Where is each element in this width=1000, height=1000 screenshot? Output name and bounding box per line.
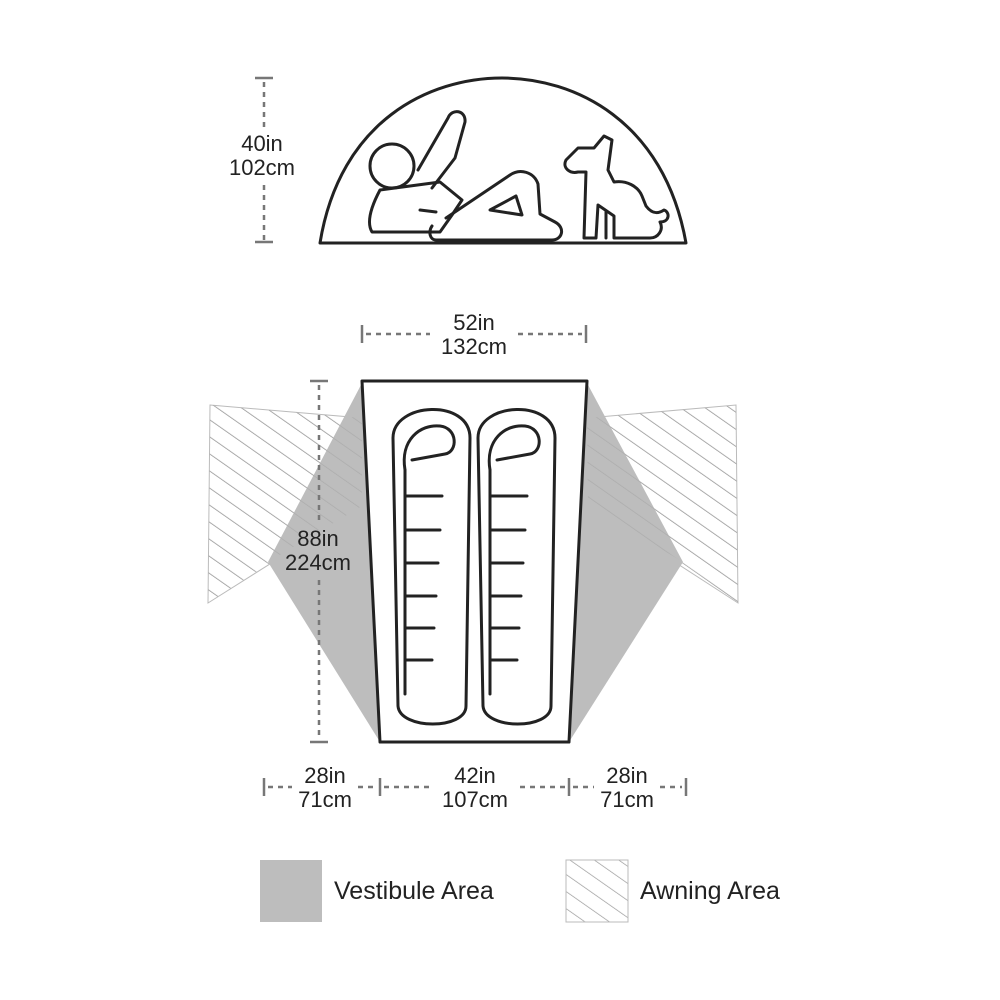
legend: Vestibule Area Awning Area (260, 859, 780, 923)
awning-overlap-left (208, 405, 362, 603)
height-inches-label: 40in (241, 131, 283, 156)
top-width-inches-label: 52in (453, 310, 495, 335)
floor-width-cm-label: 107cm (442, 787, 508, 812)
height-cm-label: 102cm (229, 155, 295, 180)
top-width-cm-label: 132cm (441, 334, 507, 359)
person-reclining-icon (368, 110, 564, 242)
length-dimension: 88in 224cm (285, 379, 351, 744)
tent-floorplan (207, 379, 739, 744)
tent-dome-outline (318, 76, 688, 245)
awning-legend-label: Awning Area (640, 877, 780, 905)
tent-side-profile (318, 76, 688, 245)
top-width-dimension: 52in 132cm (360, 310, 588, 359)
length-inches-label: 88in (297, 526, 339, 551)
dog-sitting-icon (563, 134, 670, 240)
height-dimension: 40in 102cm (229, 76, 295, 244)
length-cm-label: 224cm (285, 550, 351, 575)
sleeping-bag-icon (476, 408, 557, 726)
left-vestibule-cm-label: 71cm (298, 787, 352, 812)
vestibule-legend-swatch (260, 860, 322, 922)
sleeping-bag-icon (391, 408, 472, 726)
awning-legend-swatch (565, 859, 629, 923)
bottom-dimensions: 28in 71cm 42in 107cm 28in 71cm (262, 763, 688, 812)
right-vestibule-inches-label: 28in (606, 763, 648, 788)
left-vestibule-inches-label: 28in (304, 763, 346, 788)
awning-overlap-right (587, 405, 738, 603)
floor-width-inches-label: 42in (454, 763, 496, 788)
right-vestibule-cm-label: 71cm (600, 787, 654, 812)
vestibule-legend-label: Vestibule Area (334, 877, 494, 905)
tent-floor-outline (360, 379, 589, 744)
